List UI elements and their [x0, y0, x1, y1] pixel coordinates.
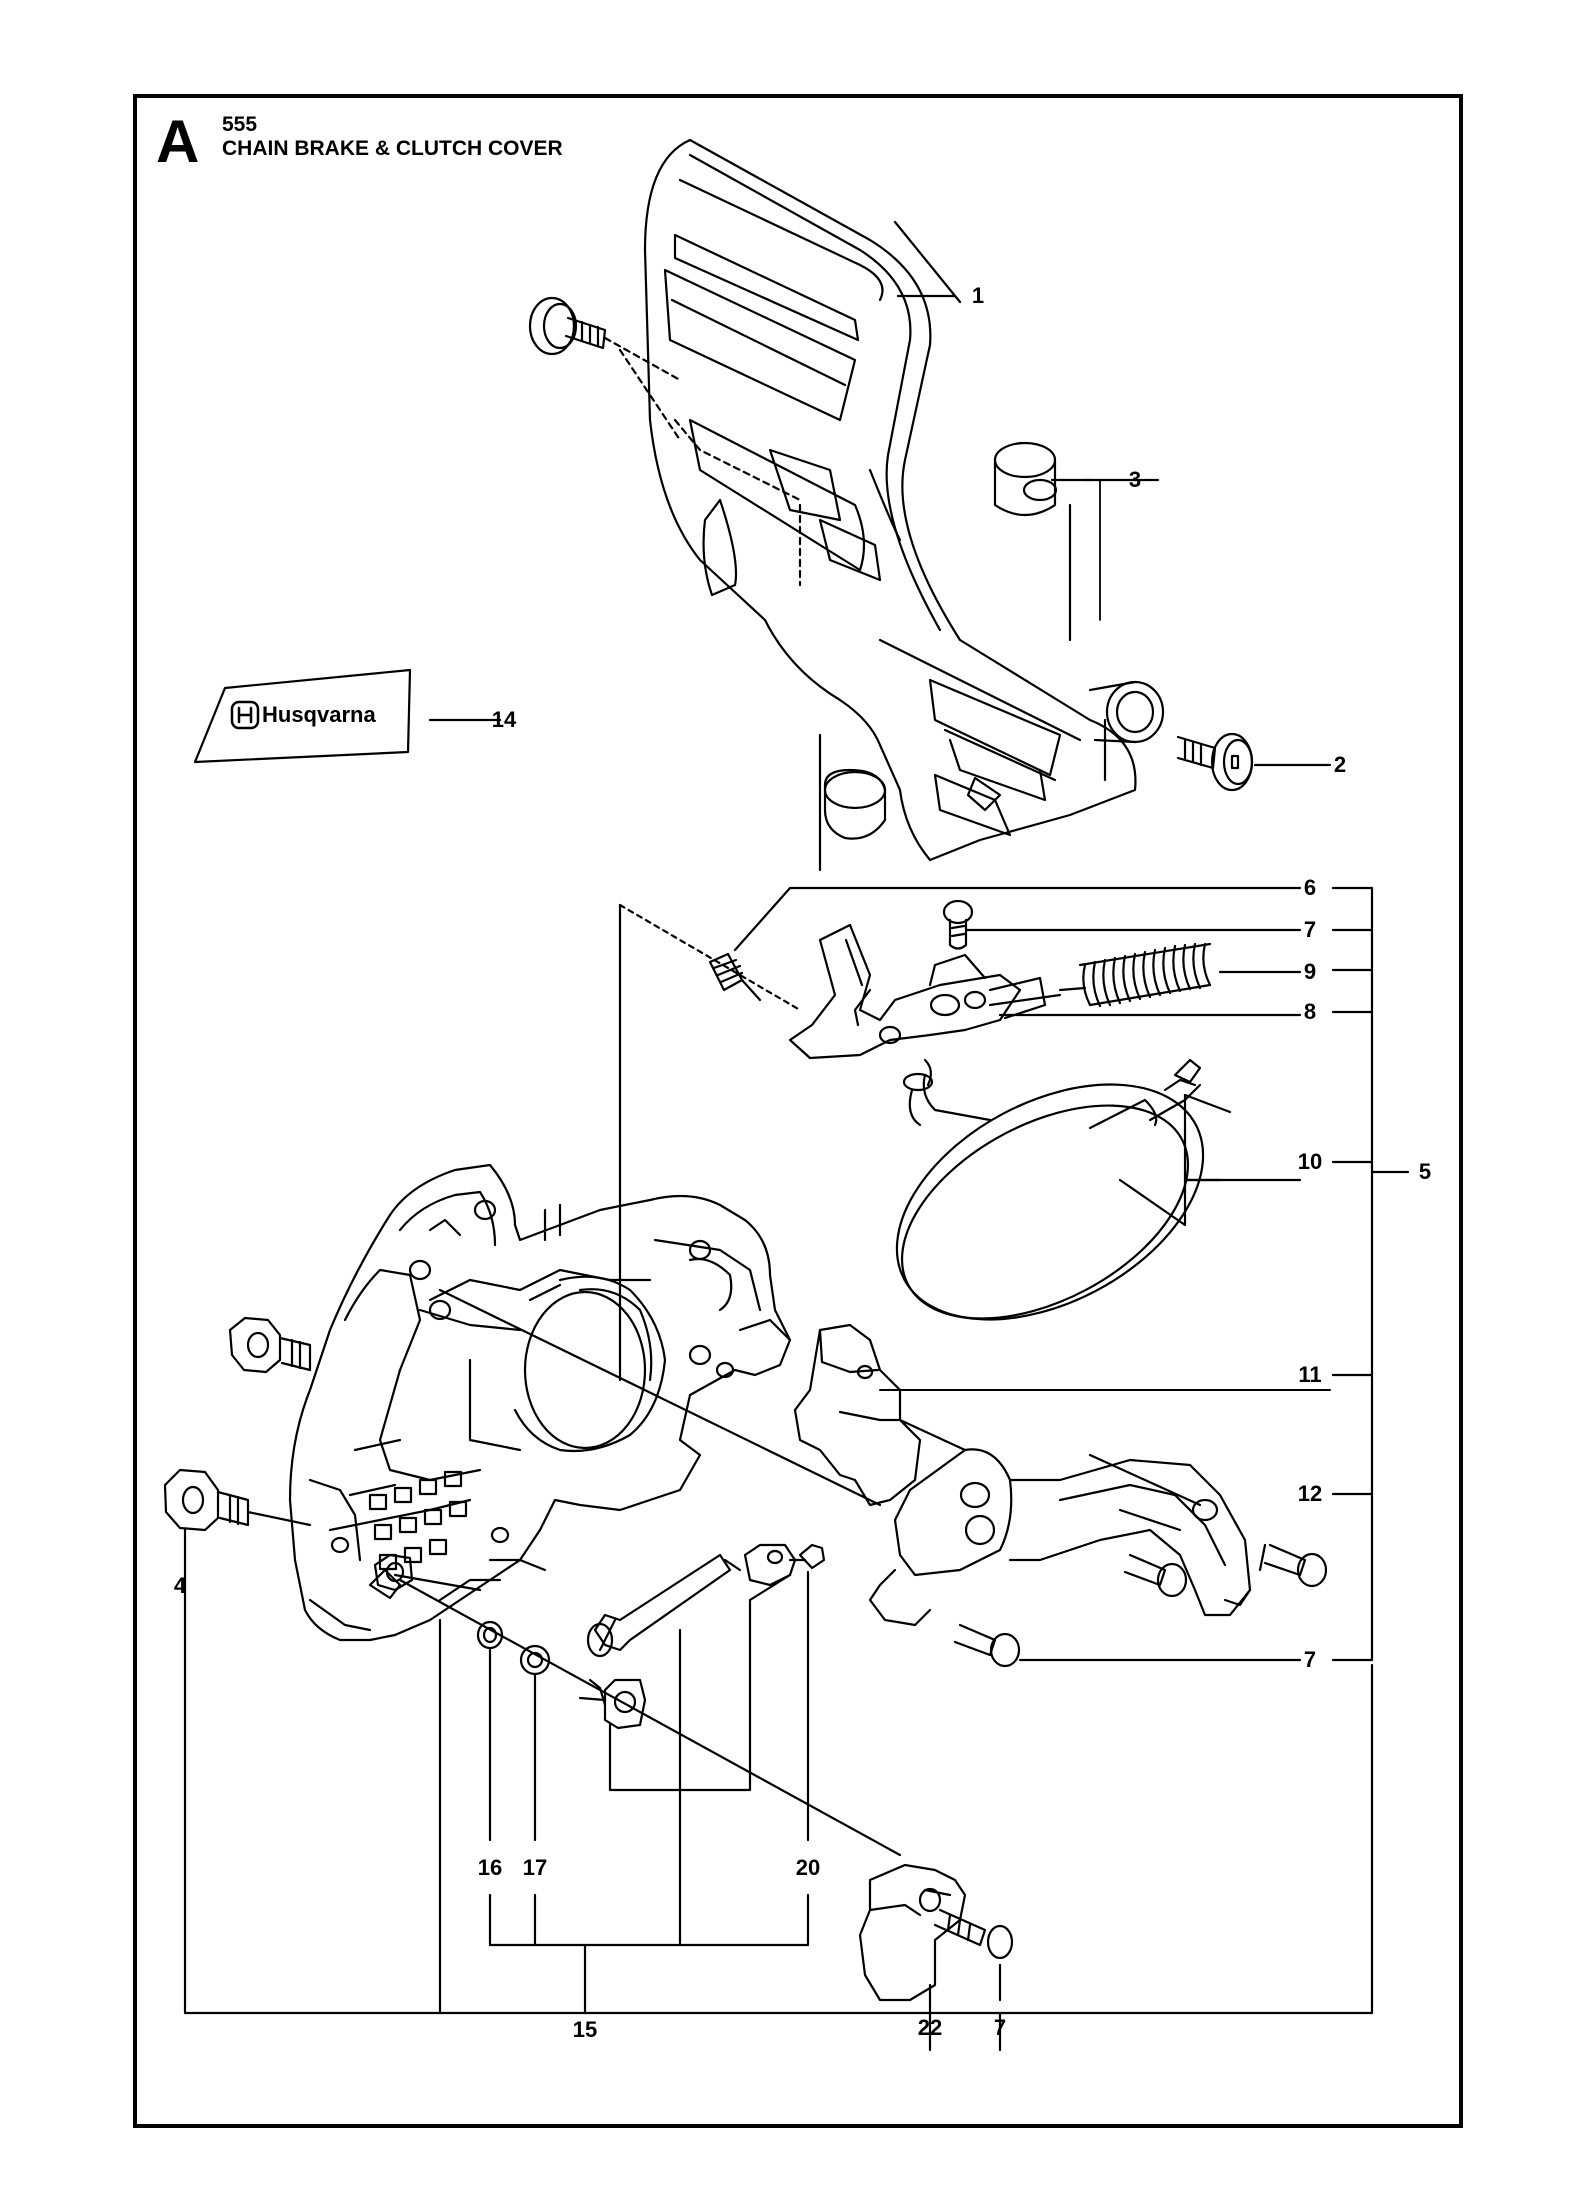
callout-3: 3	[1128, 467, 1142, 492]
callout-11: 11	[1298, 1362, 1322, 1387]
cover-part-22	[858, 1863, 1014, 2052]
callout-5: 5	[1418, 1159, 1432, 1184]
callout-12: 12	[1297, 1481, 1323, 1506]
callout-9: 9	[1303, 959, 1317, 984]
nuts-part-4	[163, 1316, 312, 2015]
decal-brand-text: Husqvarna	[262, 702, 376, 727]
callout-22: 22	[917, 2015, 943, 2040]
callout-20: 20	[795, 1855, 821, 1880]
pin-part-6	[618, 886, 1302, 1382]
callout-7-bottom: 7	[993, 2015, 1007, 2040]
callout-6: 6	[1303, 875, 1317, 900]
leader-lines-top	[896, 294, 1107, 782]
callout-7-top: 7	[1303, 917, 1317, 942]
model-number: 555	[222, 113, 258, 136]
diagram-frame	[133, 94, 1463, 2128]
callout-1: 1	[971, 283, 985, 308]
bushing-part-3	[993, 441, 1160, 642]
decal-part-14	[193, 668, 502, 764]
guard-screw-left	[528, 296, 682, 382]
clutch-cover-body	[288, 1163, 882, 1642]
callout-15: 15	[572, 2017, 598, 2042]
spring-part-9	[988, 942, 1302, 1008]
section-letter: A	[156, 108, 200, 175]
callout-17: 17	[522, 1855, 548, 1880]
callout-10: 10	[1297, 1149, 1323, 1174]
tensioner-part-15	[373, 1543, 902, 2015]
callout-14: 14	[491, 707, 517, 732]
cover-part-11-12	[793, 1323, 1331, 1627]
lever-part-8	[788, 923, 1302, 1087]
lower-bushing	[818, 733, 887, 872]
brake-band-part-10	[895, 1058, 1302, 1321]
screw-part-7-top	[942, 899, 1302, 950]
callout-16: 16	[477, 1855, 503, 1880]
callout-8: 8	[1303, 999, 1317, 1024]
screw-part-2	[1176, 732, 1332, 792]
callout-7-right: 7	[1303, 1647, 1317, 1672]
callout-4: 4	[173, 1573, 187, 1598]
diagram-title: CHAIN BRAKE & CLUTCH COVER	[222, 137, 563, 160]
callout-2: 2	[1333, 752, 1347, 777]
screws-part-7-lower	[953, 1543, 1328, 1668]
hand-guard-part-1	[618, 138, 1165, 862]
assembly-5-bracket	[183, 886, 1410, 2015]
